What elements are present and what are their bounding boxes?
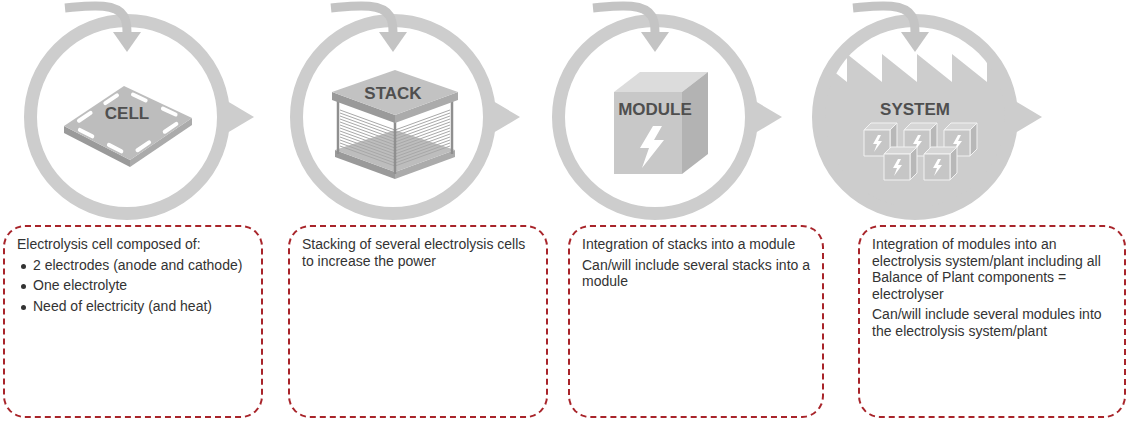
description-box: Stacking of several electrolysis cells t… xyxy=(288,225,548,418)
lightning-symbol xyxy=(873,135,882,152)
box-text-group: Electrolysis cell composed of: 2 electrod… xyxy=(17,236,249,314)
incoming-arrowhead xyxy=(641,32,669,52)
system-module-cube xyxy=(884,154,910,180)
bullet-item: Need of electricity (and heat) xyxy=(17,298,249,315)
description-paragraph: Electrolysis cell composed of: xyxy=(17,236,249,253)
incoming-arrow xyxy=(65,6,127,36)
cell-tab xyxy=(163,109,176,115)
description-text: Integration of stacks into a module xyxy=(582,236,795,252)
incoming-arrowhead xyxy=(113,32,141,52)
description-text: Need of electricity (and heat) xyxy=(33,298,212,314)
lightning-symbol xyxy=(933,159,942,176)
bullet-dot xyxy=(21,264,26,269)
lightning-symbol xyxy=(640,126,664,168)
bullet-dot xyxy=(21,305,26,310)
description-paragraph: Integration of modules into an electroly… xyxy=(872,236,1112,302)
bullet-dot xyxy=(21,284,26,289)
level-circle: MODULE xyxy=(552,14,758,220)
description-text: Electrolysis cell composed of: xyxy=(17,236,201,252)
cell-tab xyxy=(80,130,92,136)
incoming-arrowhead xyxy=(901,32,929,52)
level-illustration xyxy=(290,14,496,220)
bullet-item: 2 electrodes (anode and cathode) xyxy=(17,257,249,274)
description-box: Integration of stacks into a moduleCan/w… xyxy=(568,225,824,418)
description-box: Integration of modules into an electroly… xyxy=(858,225,1126,418)
description-paragraph: Can/will include several stacks into a m… xyxy=(582,257,810,290)
description-box: Electrolysis cell composed of: 2 electrod… xyxy=(3,225,263,418)
level-label: SYSTEM xyxy=(812,100,1018,120)
level-label: STACK xyxy=(290,84,496,104)
description-text: Can/will include several modules into th… xyxy=(872,306,1102,339)
description-paragraph: Integration of stacks into a module xyxy=(582,236,810,253)
level-label: MODULE xyxy=(552,100,758,120)
description-text: 2 electrodes (anode and cathode) xyxy=(33,257,242,273)
cell-tab xyxy=(133,94,146,100)
level-circle: STACK xyxy=(290,14,496,220)
flow-pointer xyxy=(488,98,520,136)
description-text: Can/will include several stacks into a m… xyxy=(582,257,810,290)
box-text-group: Integration of stacks into a moduleCan/w… xyxy=(582,236,810,290)
level-label: CELL xyxy=(24,104,230,124)
system-module-cube xyxy=(924,154,950,180)
module-cube xyxy=(682,72,708,174)
level-circle: SYSTEM xyxy=(812,14,1018,220)
description-text: One electrolyte xyxy=(33,277,127,293)
stack-rod xyxy=(451,98,454,154)
system-module-cube xyxy=(950,147,957,180)
incoming-arrow xyxy=(853,6,915,36)
stack-rod xyxy=(337,98,340,154)
system-module-cube xyxy=(970,123,977,156)
system-module-cube xyxy=(910,147,917,180)
description-paragraph: Stacking of several electrolysis cells t… xyxy=(302,236,534,269)
incoming-arrow xyxy=(331,6,393,36)
stack-rod xyxy=(394,120,397,174)
box-text-group: Integration of modules into an electroly… xyxy=(872,236,1112,339)
cell-tab xyxy=(105,95,117,103)
cell-tab xyxy=(109,145,121,151)
flow-pointer xyxy=(1010,98,1042,136)
description-paragraph: Can/will include several modules into th… xyxy=(872,306,1112,339)
cell-tab xyxy=(79,113,91,121)
bullet-item: One electrolyte xyxy=(17,277,249,294)
box-text-group: Stacking of several electrolysis cells t… xyxy=(302,236,534,269)
description-text: Stacking of several electrolysis cells t… xyxy=(302,236,525,269)
cell-tab xyxy=(165,124,177,132)
incoming-arrowhead xyxy=(379,32,407,52)
level-circle: CELL xyxy=(24,14,230,220)
incoming-arrow xyxy=(593,6,655,36)
cell-tab xyxy=(137,142,149,150)
description-text: Integration of modules into an electroly… xyxy=(872,236,1101,302)
flow-pointer xyxy=(222,98,254,136)
lightning-symbol xyxy=(893,159,902,176)
flow-pointer xyxy=(750,98,782,136)
